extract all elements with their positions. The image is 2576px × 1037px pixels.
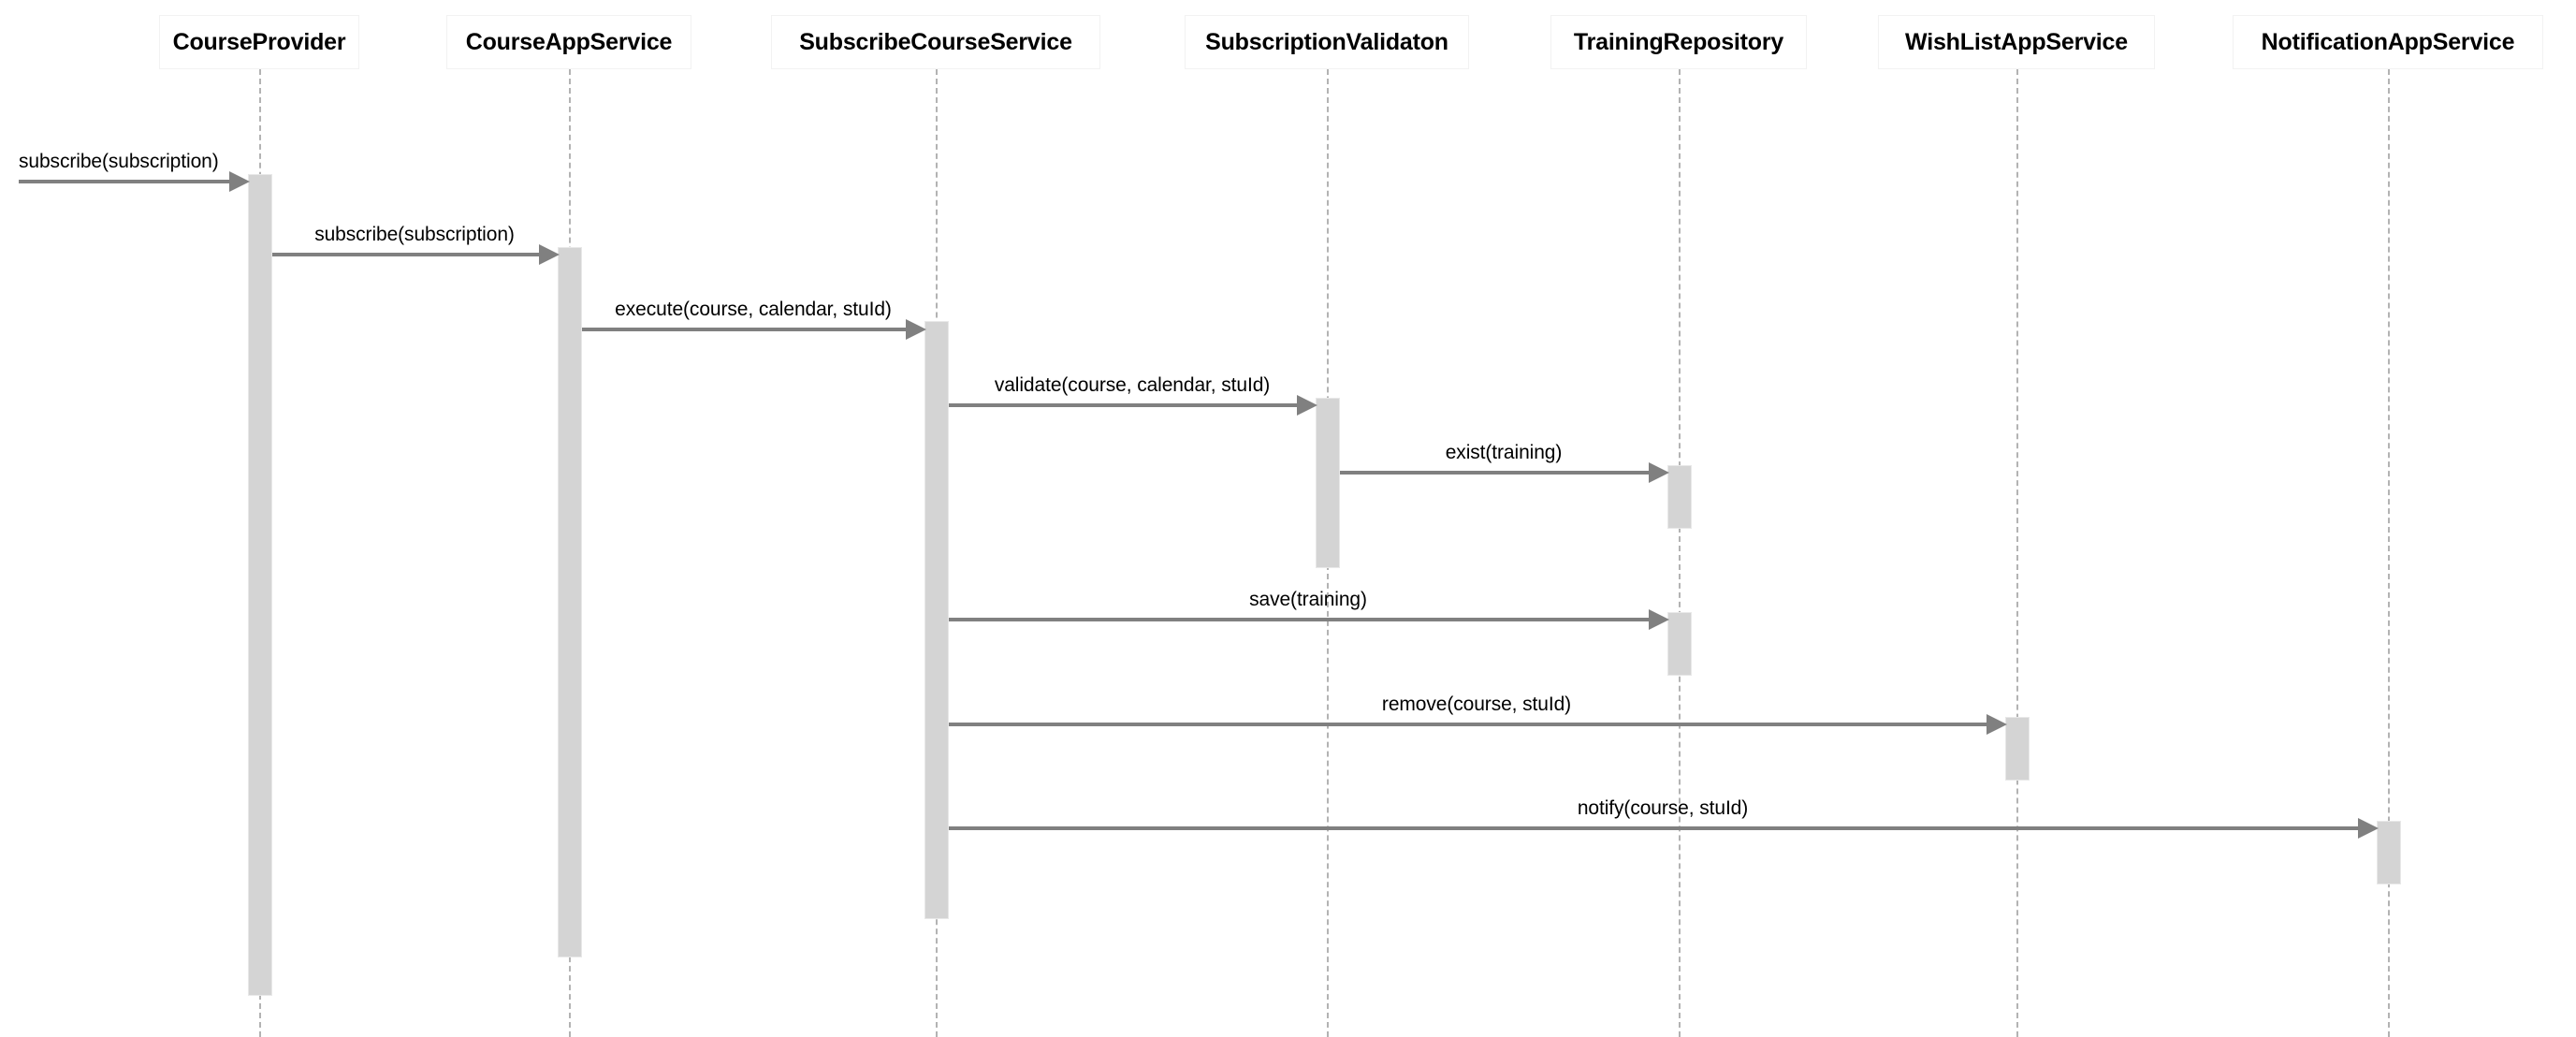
message-line bbox=[949, 723, 1988, 726]
participant-label: SubscriptionValidaton bbox=[1205, 28, 1448, 55]
participant-label: TrainingRepository bbox=[1573, 28, 1784, 55]
arrowhead-icon bbox=[2358, 818, 2379, 839]
message-line bbox=[949, 826, 2360, 830]
activation-bar-act-course-app-service bbox=[558, 247, 582, 957]
activation-bar-act-training-repository-exist bbox=[1667, 465, 1692, 529]
activation-bar-act-notification-app-service bbox=[2377, 821, 2401, 884]
message-line bbox=[949, 618, 1651, 621]
arrowhead-icon bbox=[1297, 395, 1317, 416]
activation-bar-act-subscription-validaton bbox=[1316, 398, 1340, 568]
participant-subscription-validaton[interactable]: SubscriptionValidaton bbox=[1185, 15, 1469, 69]
message-label: subscribe(subscription) bbox=[314, 224, 515, 245]
activation-bar-act-course-provider bbox=[248, 174, 272, 996]
message-label: validate(course, calendar, stuId) bbox=[994, 374, 1271, 396]
participant-training-repository[interactable]: TrainingRepository bbox=[1550, 15, 1807, 69]
activation-bar-act-subscribe-course-service bbox=[924, 321, 949, 919]
participant-label: NotificationAppService bbox=[2261, 28, 2515, 55]
message-label: remove(course, stuId) bbox=[1381, 694, 1572, 715]
message-label: save(training) bbox=[1249, 589, 1367, 610]
participant-subscribe-course-service[interactable]: SubscribeCourseService bbox=[771, 15, 1100, 69]
message-label: subscribe(subscription) bbox=[19, 151, 219, 172]
arrowhead-icon bbox=[906, 319, 926, 340]
arrowhead-icon bbox=[1649, 609, 1669, 630]
message-label: notify(course, stuId) bbox=[1577, 797, 1749, 819]
participant-label: CourseAppService bbox=[465, 28, 673, 55]
lifeline-wishlist-app-service bbox=[2016, 69, 2018, 1037]
participant-course-app-service[interactable]: CourseAppService bbox=[446, 15, 691, 69]
arrowhead-icon bbox=[229, 171, 250, 192]
message-line bbox=[272, 253, 541, 256]
lifeline-notification-app-service bbox=[2388, 69, 2390, 1037]
participant-label: CourseProvider bbox=[172, 28, 346, 55]
message-label: execute(course, calendar, stuId) bbox=[615, 299, 892, 320]
participant-label: SubscribeCourseService bbox=[799, 28, 1072, 55]
participant-course-provider[interactable]: CourseProvider bbox=[159, 15, 359, 69]
message-line bbox=[949, 403, 1299, 407]
arrowhead-icon bbox=[1987, 714, 2007, 735]
participant-label: WishListAppService bbox=[1905, 28, 2128, 55]
participant-notification-app-service[interactable]: NotificationAppService bbox=[2233, 15, 2543, 69]
message-line bbox=[19, 180, 231, 183]
arrowhead-icon bbox=[539, 244, 560, 265]
participant-wishlist-app-service[interactable]: WishListAppService bbox=[1878, 15, 2155, 69]
activation-bar-act-wishlist-app-service bbox=[2005, 717, 2030, 781]
arrowhead-icon bbox=[1649, 462, 1669, 483]
lifeline-training-repository bbox=[1679, 69, 1681, 1037]
message-line bbox=[1340, 471, 1651, 475]
message-label: exist(training) bbox=[1445, 442, 1563, 463]
message-line bbox=[582, 328, 908, 331]
activation-bar-act-training-repository-save bbox=[1667, 612, 1692, 676]
